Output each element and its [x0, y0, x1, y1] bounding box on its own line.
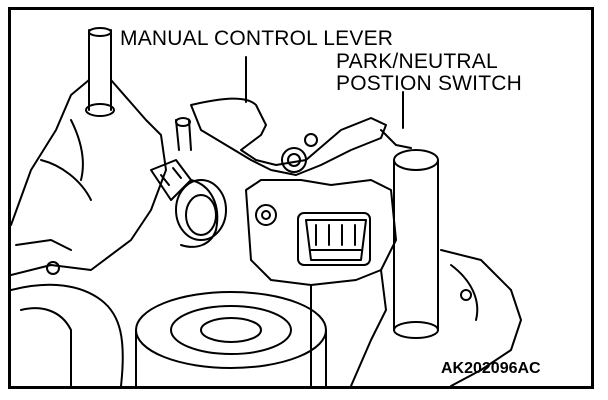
round-boss: [135, 291, 327, 386]
transmission-illustration: [11, 27, 522, 386]
manual-control-lever: [190, 97, 387, 176]
cylinder: [380, 129, 439, 339]
figure-code: AK202096AC: [441, 360, 541, 377]
shaft: [85, 27, 115, 117]
manual-control-lever-label: MANUAL CONTROL LEVER: [120, 27, 394, 50]
park-neutral-switch-label-line2: POSTION SWITCH: [336, 72, 522, 95]
leader-lines: [245, 56, 404, 129]
right-housing: [310, 249, 522, 386]
housing: [11, 79, 167, 386]
diagram-frame: MANUAL CONTROL LEVER PARK/NEUTRAL POSTIO…: [8, 7, 594, 389]
sensor: [150, 117, 227, 248]
park-neutral-switch: [245, 179, 397, 286]
park-neutral-switch-label-line1: PARK/NEUTRAL: [336, 50, 498, 73]
